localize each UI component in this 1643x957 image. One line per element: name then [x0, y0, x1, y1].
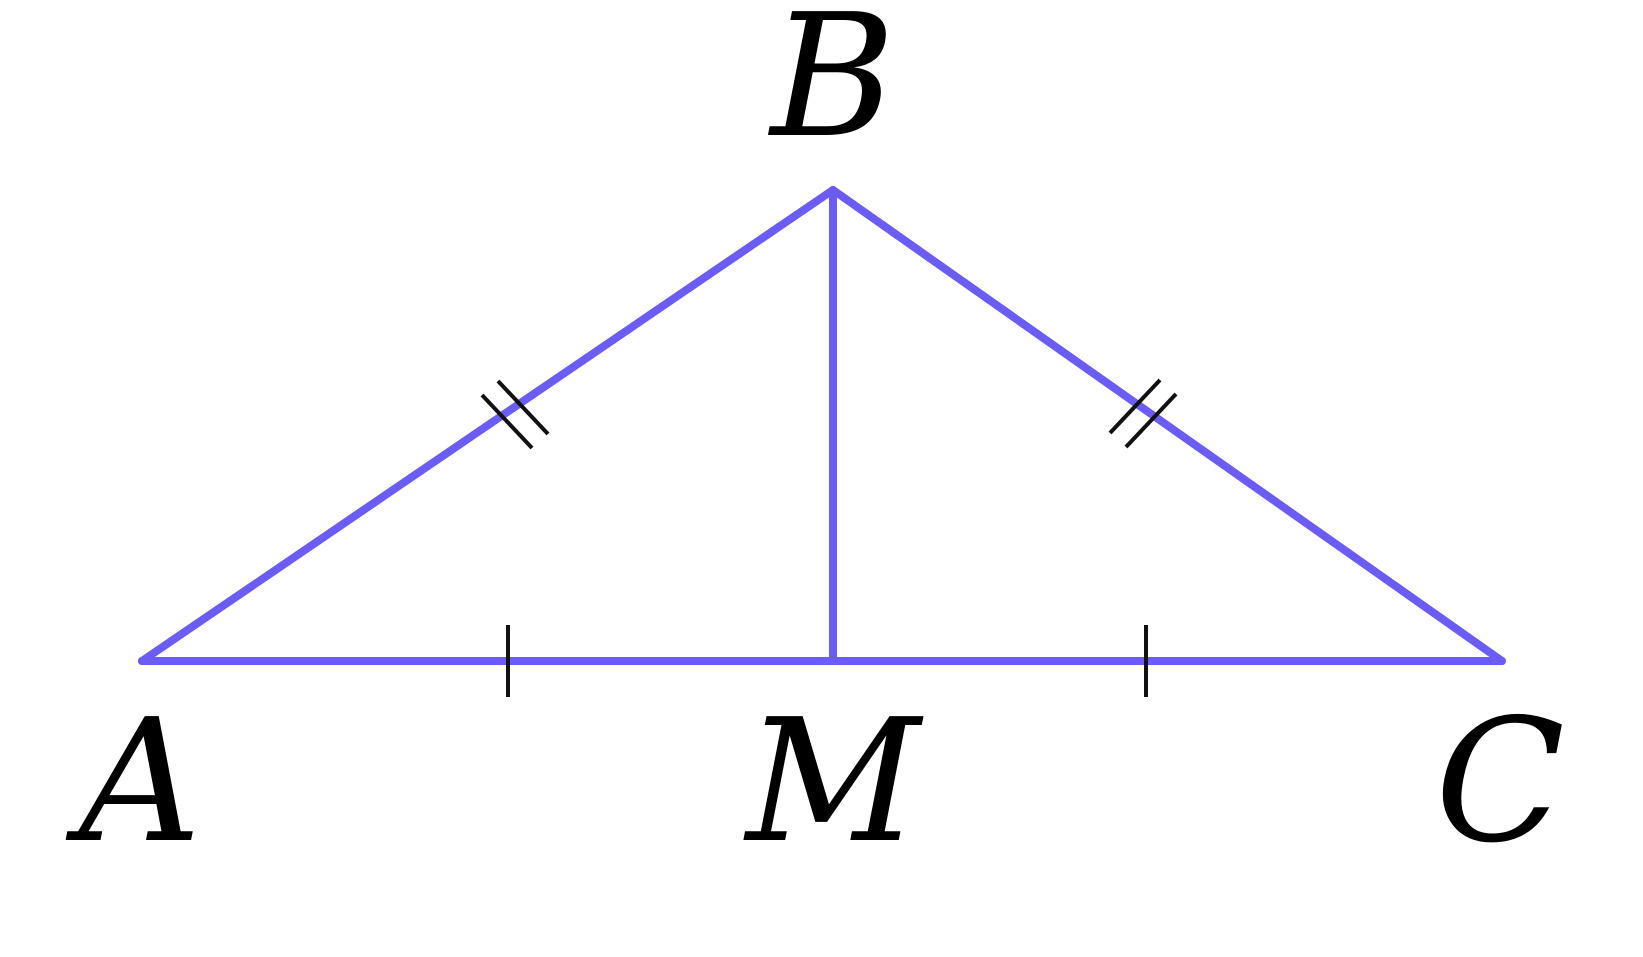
vertex-label-b: B [768, 0, 896, 176]
side-bc [829, 186, 1506, 665]
double-tick-bc-2 [1124, 392, 1178, 449]
double-tick-bc-1 [1108, 378, 1162, 435]
vertex-label-c: C [1435, 683, 1565, 881]
side-ab [138, 186, 837, 665]
vertex-label-a: A [66, 683, 202, 881]
vertex-label-m: M [743, 683, 924, 881]
double-tick-ab-1 [480, 393, 534, 450]
double-tick-ab-2 [496, 379, 550, 436]
